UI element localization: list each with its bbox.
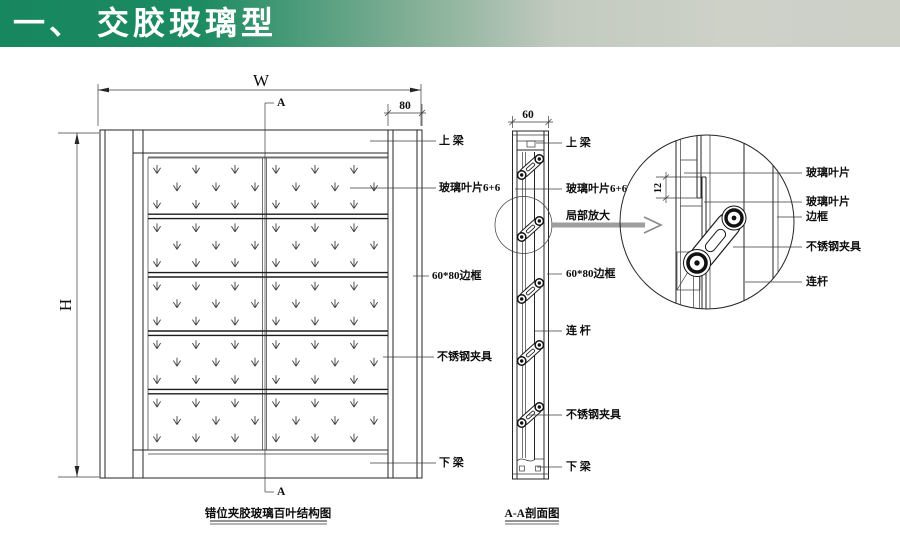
dim-section-width: 60	[508, 109, 553, 128]
front-view-rails	[148, 214, 388, 394]
front-view-labels: 上 梁 玻璃叶片6+6 60*80边框 不锈钢夹具 下 梁	[350, 133, 501, 469]
detail-label-glass-blade-lower: 玻璃叶片	[806, 194, 850, 208]
detail-indicator-circle	[495, 197, 552, 254]
front-label-clamp: 不锈钢夹具	[437, 349, 492, 363]
front-view-title-text: 错位夹胶玻璃百叶结构图	[205, 506, 332, 520]
dim-right-column: 80	[384, 100, 426, 126]
front-label-top-beam: 上 梁	[439, 133, 465, 147]
section-view-title-text: A-A剖面图	[505, 506, 560, 520]
dim-12-label: 12	[653, 183, 664, 193]
detail-label-rod: 连杆	[806, 274, 828, 288]
dim-80-label: 80	[399, 100, 411, 112]
section-label-top-beam: 上 梁	[566, 135, 592, 149]
section-label-zoom-callout: 局部放大	[565, 208, 610, 222]
front-label-glass-blade: 玻璃叶片6+6	[439, 180, 501, 194]
dim-height-label: H	[56, 299, 75, 311]
detail-circle	[620, 135, 794, 309]
dim-height: H	[56, 133, 99, 477]
front-view-drawing: W H 80	[56, 71, 501, 524]
front-view-title: 错位夹胶玻璃百叶结构图	[205, 506, 332, 524]
detail-label-clamp: 不锈钢夹具	[806, 239, 861, 253]
detail-content: 12	[653, 134, 778, 310]
section-view-title: A-A剖面图	[505, 506, 560, 524]
dim-60-label: 60	[522, 109, 534, 121]
section-label-rod: 连 杆	[566, 323, 591, 337]
section-marker-top: A	[277, 97, 286, 109]
dim-width: W	[98, 71, 421, 126]
section-label-glass-blade: 玻璃叶片6+6	[566, 181, 628, 195]
section-marker-bottom: A	[277, 486, 286, 498]
section-label-clamp: 不锈钢夹具	[566, 407, 621, 421]
section-view-frame	[513, 131, 549, 479]
section-label-bottom-beam: 下 梁	[566, 459, 592, 473]
detail-clamp	[684, 206, 747, 277]
dim-width-label: W	[253, 71, 270, 90]
section-label-frame: 60*80边框	[566, 266, 616, 280]
glass-hatch-marks	[153, 165, 377, 442]
section-view-clamps	[518, 155, 544, 427]
dim-blade-offset: 12	[653, 172, 704, 203]
front-label-bottom-beam: 下 梁	[439, 455, 465, 469]
detail-label-frame: 边框	[805, 209, 828, 223]
front-label-frame: 60*80边框	[432, 268, 482, 282]
section-view-labels: 上 梁 玻璃叶片6+6 局部放大 60*80边框 连 杆 不锈钢夹具 下 梁	[515, 135, 628, 473]
detail-label-glass-blade-upper: 玻璃叶片	[806, 165, 850, 179]
